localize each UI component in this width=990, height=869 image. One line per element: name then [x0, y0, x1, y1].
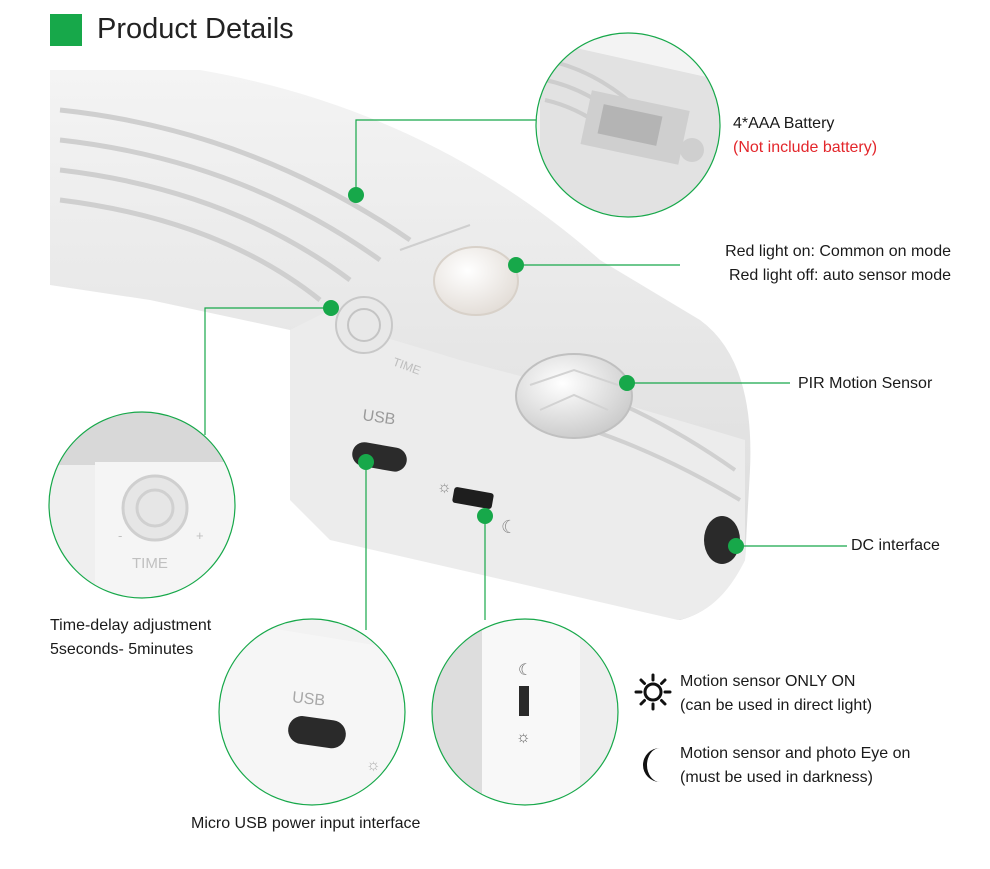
svg-text:☼: ☼: [366, 757, 381, 774]
header-bullet: [50, 13, 82, 46]
zoom-time-knob: TIME - +: [48, 411, 236, 599]
switch-sun-icon: ☼: [437, 479, 452, 496]
time-callout: Time-delay adjustment 5seconds- 5minutes: [50, 614, 211, 662]
red-light-indicator: [433, 246, 519, 316]
section-header: Product Details: [50, 13, 294, 46]
pir-label: PIR Motion Sensor: [798, 375, 933, 392]
time-range: 5seconds- 5minutes: [50, 641, 194, 658]
legend-moon-title: Motion sensor and photo Eye on: [680, 745, 911, 762]
svg-text:-: -: [118, 528, 122, 543]
legend-sun-note: (can be used in direct light): [680, 697, 873, 714]
callout-dots: [323, 187, 744, 554]
callout-lines: [204, 119, 847, 630]
legend-moon: Motion sensor and photo Eye on (must be …: [680, 742, 910, 790]
zoom-usb: USB ☼: [218, 618, 406, 806]
usb-embossed-text: USB: [361, 407, 396, 428]
zoom-switch: ☾ ☼: [431, 618, 619, 806]
sun-icon: [634, 673, 672, 711]
svg-text:☼: ☼: [516, 729, 531, 746]
svg-text:+: +: [196, 528, 204, 543]
svg-text:USB: USB: [291, 689, 326, 709]
red-light-callout: Red light on: Common on mode Red light o…: [725, 240, 951, 288]
page-title: Product Details: [97, 13, 294, 45]
legend-moon-note: (must be used in darkness): [680, 769, 873, 786]
usb-label: Micro USB power input interface: [191, 815, 421, 832]
battery-note: (Not include battery): [733, 139, 878, 156]
red-light-off-text: Red light off: auto sensor mode: [728, 267, 951, 284]
moon-icon: [642, 748, 660, 782]
time-label: Time-delay adjustment: [50, 617, 212, 634]
battery-label: 4*AAA Battery: [733, 115, 835, 132]
legend-sun-title: Motion sensor ONLY ON: [680, 673, 856, 690]
legend-sun: Motion sensor ONLY ON (can be used in di…: [680, 670, 872, 718]
dc-label: DC interface: [851, 537, 940, 554]
red-light-on-text: Red light on: Common on mode: [725, 243, 951, 260]
battery-callout: 4*AAA Battery (Not include battery): [733, 112, 877, 160]
svg-text:☾: ☾: [518, 662, 532, 679]
time-knob: [335, 296, 393, 354]
switch-moon-icon: ☾: [501, 517, 517, 537]
mode-switch[interactable]: [452, 487, 494, 510]
svg-text:TIME: TIME: [132, 555, 168, 572]
zoom-battery: [535, 32, 721, 218]
